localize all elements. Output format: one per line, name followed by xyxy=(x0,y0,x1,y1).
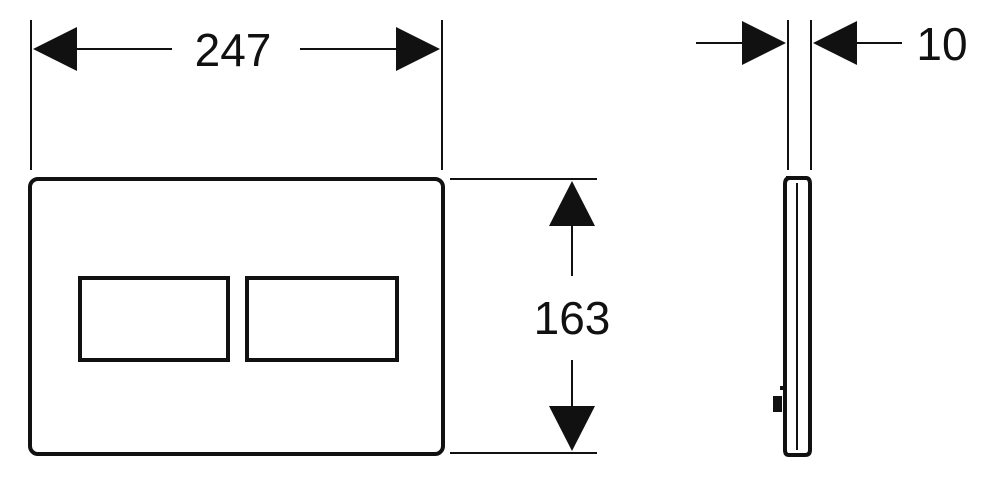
depth-label: 10 xyxy=(916,18,967,70)
side-view xyxy=(773,176,812,457)
width-dimension: 247 xyxy=(30,20,443,170)
depth-arrowhead-right xyxy=(813,21,857,65)
side-profile-outline xyxy=(783,176,812,457)
right-flush-button xyxy=(245,276,399,362)
width-label: 247 xyxy=(195,24,272,76)
height-label: 163 xyxy=(534,292,611,344)
height-dimension: 163 xyxy=(450,178,611,454)
depth-arrowhead-left xyxy=(742,21,786,65)
width-arrowhead-left xyxy=(33,27,77,71)
height-arrowhead-top xyxy=(549,181,595,226)
height-arrowhead-bottom xyxy=(549,406,595,451)
width-arrowhead-right xyxy=(396,27,440,71)
side-mounting-clip xyxy=(773,396,782,412)
left-flush-button xyxy=(78,276,230,362)
flush-plate-outline xyxy=(28,177,445,456)
depth-dimension: 10 xyxy=(696,18,968,170)
front-view xyxy=(28,177,445,456)
